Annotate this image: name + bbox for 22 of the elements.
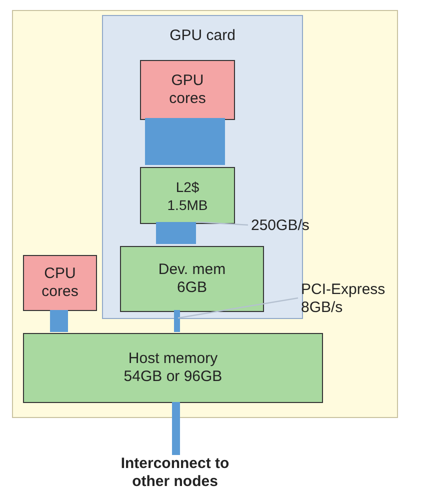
box-label: L2$ 1.5MB: [166, 178, 209, 214]
enclosure-box: [12, 10, 398, 418]
box-label: Dev. mem 6GB: [157, 261, 227, 297]
memory-box: [140, 167, 235, 224]
leader-line: [178, 297, 298, 319]
box-label: CPU cores: [40, 265, 80, 301]
memory-box: [23, 333, 323, 403]
data-link: [50, 310, 68, 332]
leader-line: [196, 221, 248, 226]
card-title: GPU card: [168, 27, 236, 45]
memory-box: [120, 246, 264, 312]
bandwidth-label: 250GB/s: [251, 217, 310, 235]
data-link: [174, 310, 180, 332]
data-link: [145, 118, 225, 165]
processor-box: [140, 60, 235, 120]
bandwidth-label: PCI-Express 8GB/s: [301, 281, 386, 317]
box-label: GPU cores: [168, 72, 207, 108]
data-link: [156, 222, 196, 244]
box-label: Host memory 54GB or 96GB: [122, 350, 224, 386]
data-link: [172, 402, 180, 455]
processor-box: [23, 255, 97, 311]
caption-text: Interconnect to other nodes: [120, 455, 230, 491]
